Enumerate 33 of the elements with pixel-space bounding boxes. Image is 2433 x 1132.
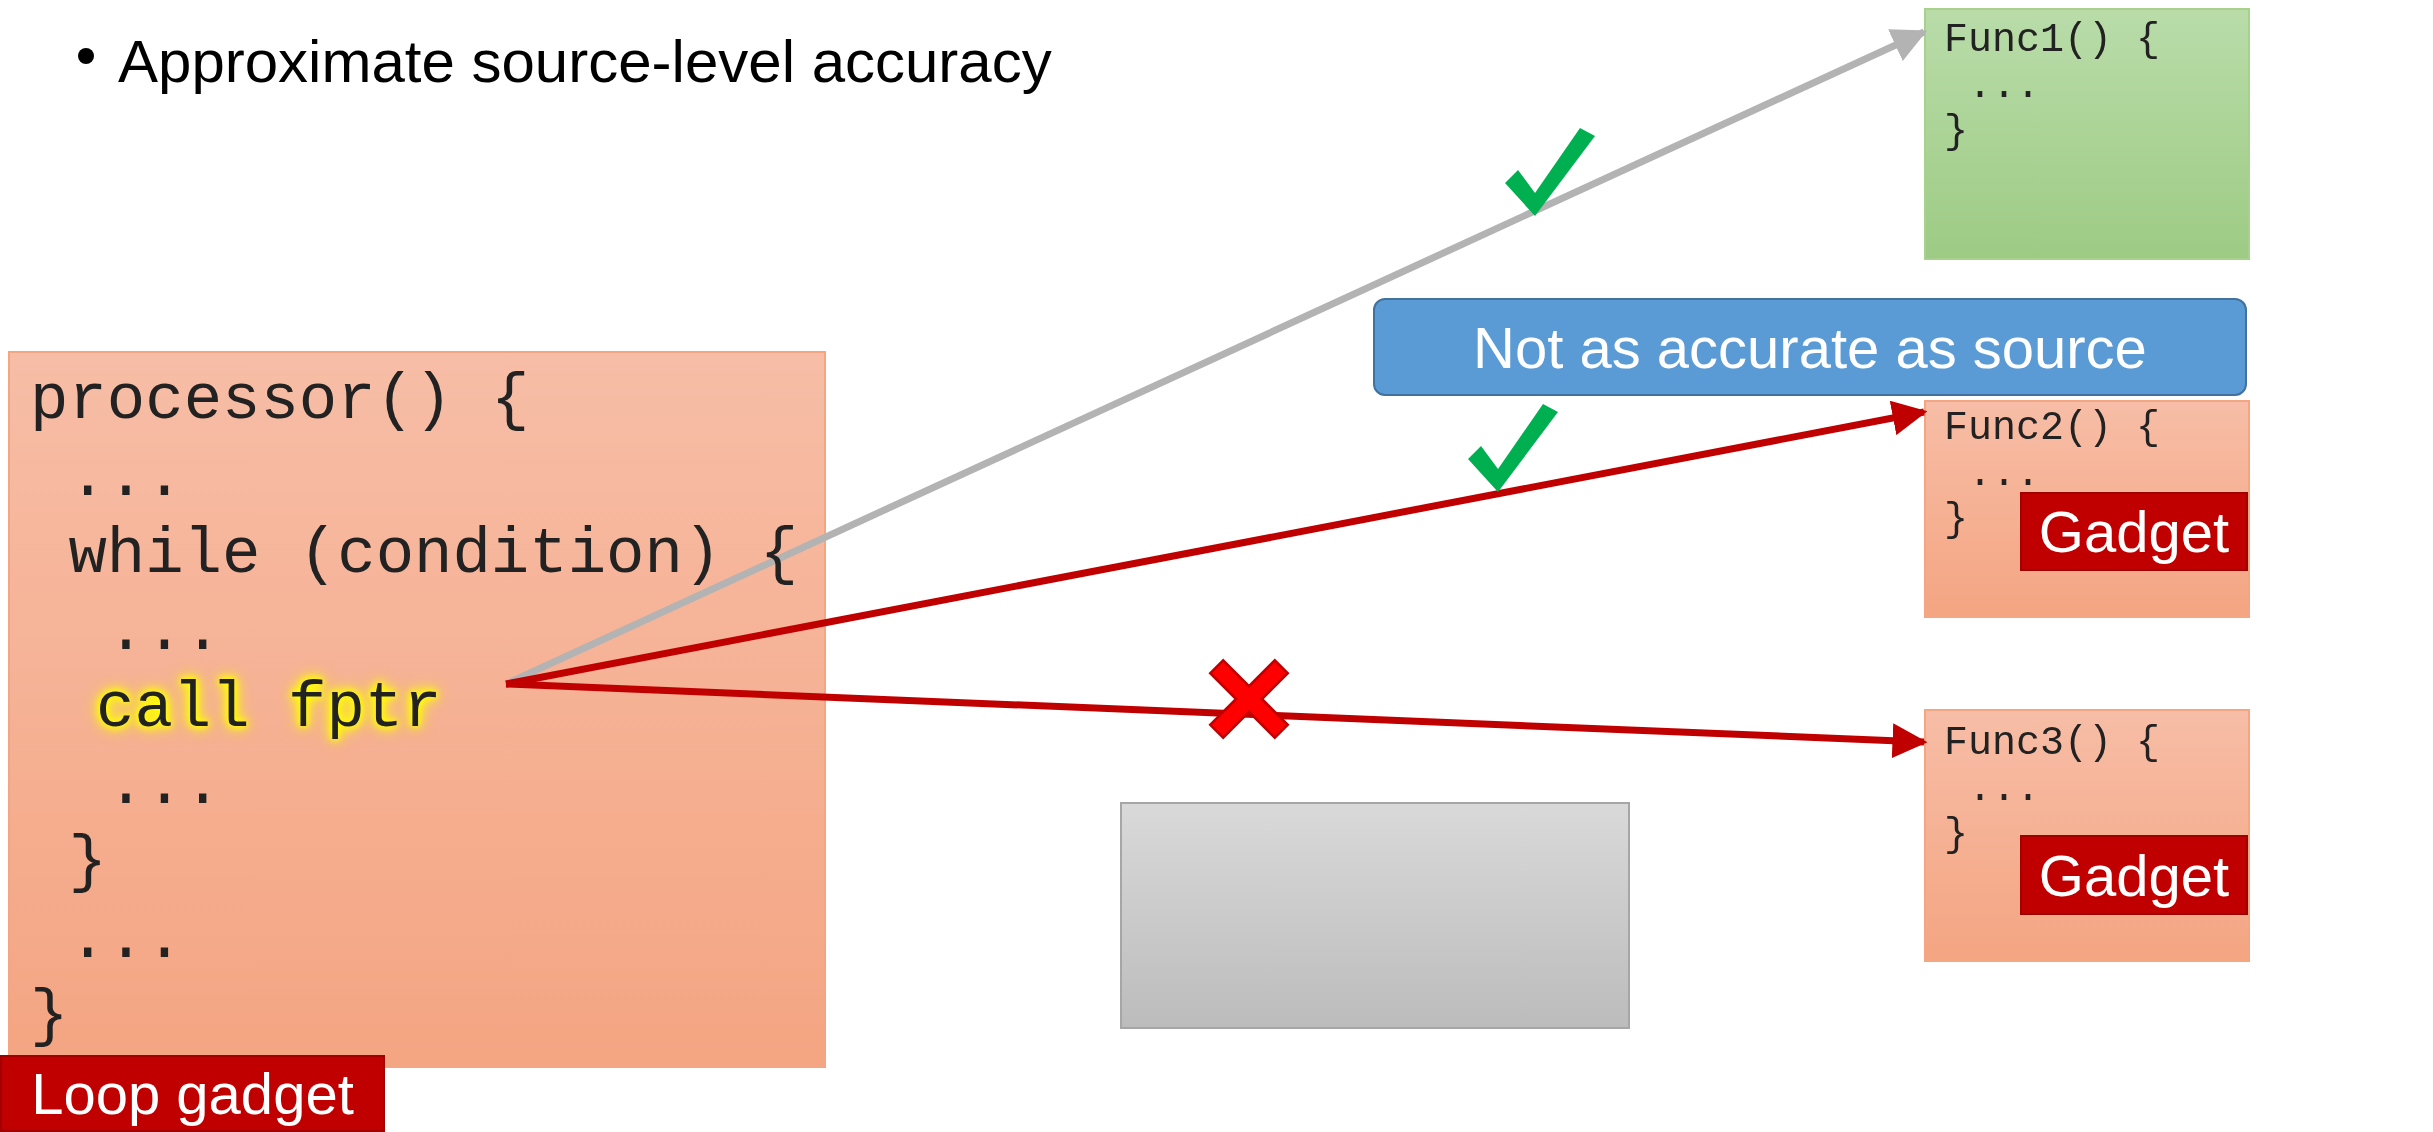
code-line: Func2() {	[1944, 406, 2161, 452]
code-line: }	[68, 826, 107, 901]
code-line: ...	[1968, 64, 2040, 110]
empty-box	[1120, 802, 1630, 1029]
gadget-tag	[2020, 492, 2248, 571]
code-line: ...	[106, 749, 222, 824]
code-box	[1924, 8, 2250, 260]
code-box	[8, 351, 826, 1068]
callout-box	[1373, 298, 2247, 396]
code-box	[1924, 709, 2250, 962]
code-line: ...	[1968, 452, 2040, 498]
highlighted-code: call fptr	[96, 671, 508, 748]
code-box	[1924, 400, 2250, 618]
code-line: }	[30, 980, 69, 1055]
gadget-tag	[0, 1055, 385, 1132]
tag-text: Gadget	[2038, 841, 2230, 909]
code-line: ...	[68, 903, 184, 978]
code-line: processor() {	[30, 364, 530, 439]
code-line: Func1() {	[1944, 18, 2161, 64]
arrow	[505, 680, 1928, 759]
code-line: Func3() {	[1944, 721, 2161, 767]
code-line: ...	[68, 441, 184, 516]
code-line: }	[1944, 498, 1968, 544]
code-line: }	[1944, 813, 1968, 859]
bullet-text: Approximate source-level accuracy	[118, 27, 1052, 97]
code-line: }	[1944, 110, 1968, 156]
tag-text: Loop gadget	[31, 1060, 354, 1127]
callout-text: Not as accurate as source	[1473, 313, 2147, 381]
code-line: while (condition) {	[68, 518, 799, 593]
tag-text: Gadget	[2038, 498, 2230, 565]
code-line: ...	[106, 595, 222, 670]
gadget-tag	[2020, 835, 2248, 915]
code-line: ...	[1968, 767, 2040, 813]
